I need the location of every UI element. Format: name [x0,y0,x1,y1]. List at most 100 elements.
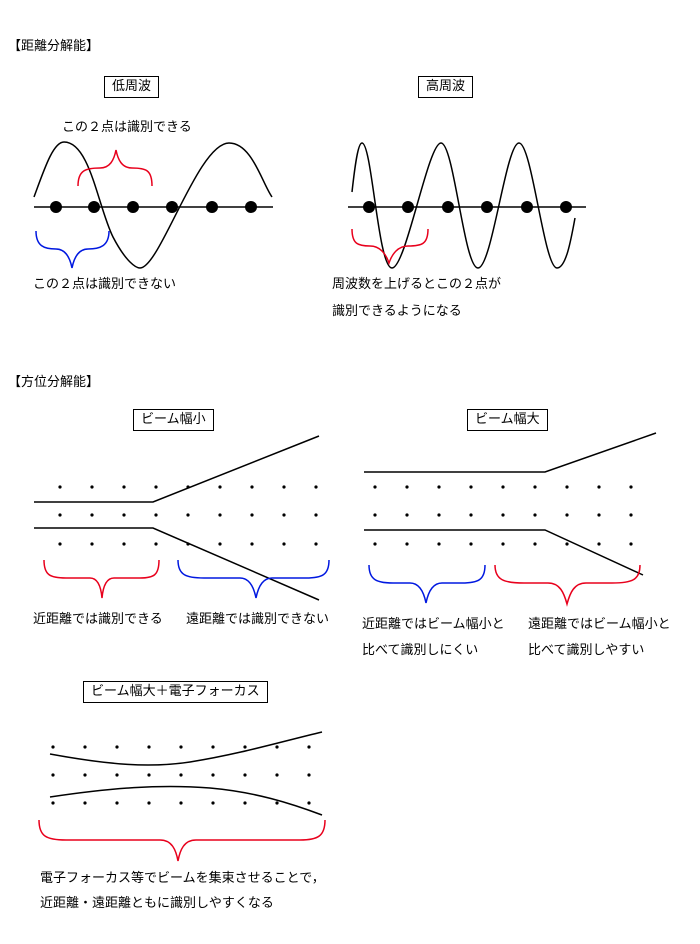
target-dot [314,513,318,517]
narrow-far-note: 遠距離では識別できない [186,612,330,627]
target-dot [51,745,55,749]
target-dot [405,513,409,517]
sample-point [245,201,257,213]
narrow-beam-targets [58,485,318,546]
target-dot [307,801,311,805]
target-dot [629,513,633,517]
low-frequency-title: 低周波 [104,76,160,98]
target-dot [243,801,247,805]
target-dot [501,542,505,546]
wide-far-note-line1: 遠距離ではビーム幅小と [528,617,671,632]
target-dot [243,745,247,749]
target-dot [405,485,409,489]
target-dot [186,485,190,489]
high-freq-red-brace [351,228,429,266]
target-dot [437,542,441,546]
target-dot [250,513,254,517]
target-dot [373,542,377,546]
target-dot [437,513,441,517]
focus-note-line2: 近距離・遠距離ともに識別しやすくなる [40,896,274,911]
target-dot [629,485,633,489]
target-dot [307,745,311,749]
target-dot [469,542,473,546]
target-dot [533,485,537,489]
wide-beam-targets [373,485,633,546]
target-dot [147,773,151,777]
high-freq-note-line1: 周波数を上げるとこの２点が [332,277,502,292]
target-dot [373,513,377,517]
target-dot [275,773,279,777]
target-dot [565,485,569,489]
low-freq-top-note: この２点は識別できる [62,120,192,135]
narrow-beam-title: ビーム幅小 [133,409,214,431]
narrow-beam-upper-edge [34,435,320,503]
target-dot [83,801,87,805]
narrow-near-note: 近距離では識別できる [33,612,163,627]
narrow-beam-panel [34,435,330,601]
target-dot [314,485,318,489]
target-dot [243,773,247,777]
sample-point [442,201,454,213]
low-freq-red-brace [77,149,153,187]
target-dot [154,542,158,546]
focus-beam-upper-edge [49,731,323,766]
focus-beam-lower-edge [49,785,323,816]
low-frequency-panel [33,141,273,269]
target-dot [90,542,94,546]
narrow-far-blue-brace [177,559,330,599]
target-dot [186,513,190,517]
target-dot [469,485,473,489]
target-dot [597,513,601,517]
target-dot [218,485,222,489]
target-dot [58,542,62,546]
target-dot [501,513,505,517]
sample-point [560,201,572,213]
target-dot [58,485,62,489]
wide-beam-upper-edge [364,432,657,473]
sample-point [363,201,375,213]
target-dot [250,485,254,489]
wide-beam-lower-edge [364,529,644,576]
high-frequency-panel [348,142,586,269]
target-dot [405,542,409,546]
range-resolution-heading: 【距離分解能】 [8,39,100,54]
target-dot [211,801,215,805]
wide-near-note-line2: 比べて識別しにくい [362,643,479,658]
low-freq-bottom-note: この２点は識別できない [33,277,177,292]
target-dot [83,773,87,777]
target-dot [275,801,279,805]
target-dot [501,485,505,489]
sample-point [50,201,62,213]
sample-point [521,201,533,213]
target-dot [51,801,55,805]
focus-beam-targets [51,745,311,805]
target-dot [533,542,537,546]
target-dot [115,801,119,805]
sample-point [206,201,218,213]
target-dot [533,513,537,517]
target-dot [275,745,279,749]
target-dot [629,542,633,546]
target-dot [218,513,222,517]
target-dot [211,773,215,777]
target-dot [437,485,441,489]
target-dot [90,513,94,517]
target-dot [307,773,311,777]
target-dot [597,485,601,489]
target-dot [469,513,473,517]
target-dot [250,542,254,546]
target-dot [115,773,119,777]
high-freq-note-line2: 識別できるようになる [332,304,462,319]
sample-point [402,201,414,213]
focus-red-brace [38,819,326,862]
low-freq-blue-brace [35,230,110,269]
high-frequency-title: 高周波 [418,76,474,98]
sample-point [166,201,178,213]
wide-beam-title: ビーム幅大 [467,409,548,431]
target-dot [314,542,318,546]
low-freq-points [50,201,257,213]
sample-point [481,201,493,213]
wide-near-note-line1: 近距離ではビーム幅小と [362,617,505,632]
target-dot [115,745,119,749]
